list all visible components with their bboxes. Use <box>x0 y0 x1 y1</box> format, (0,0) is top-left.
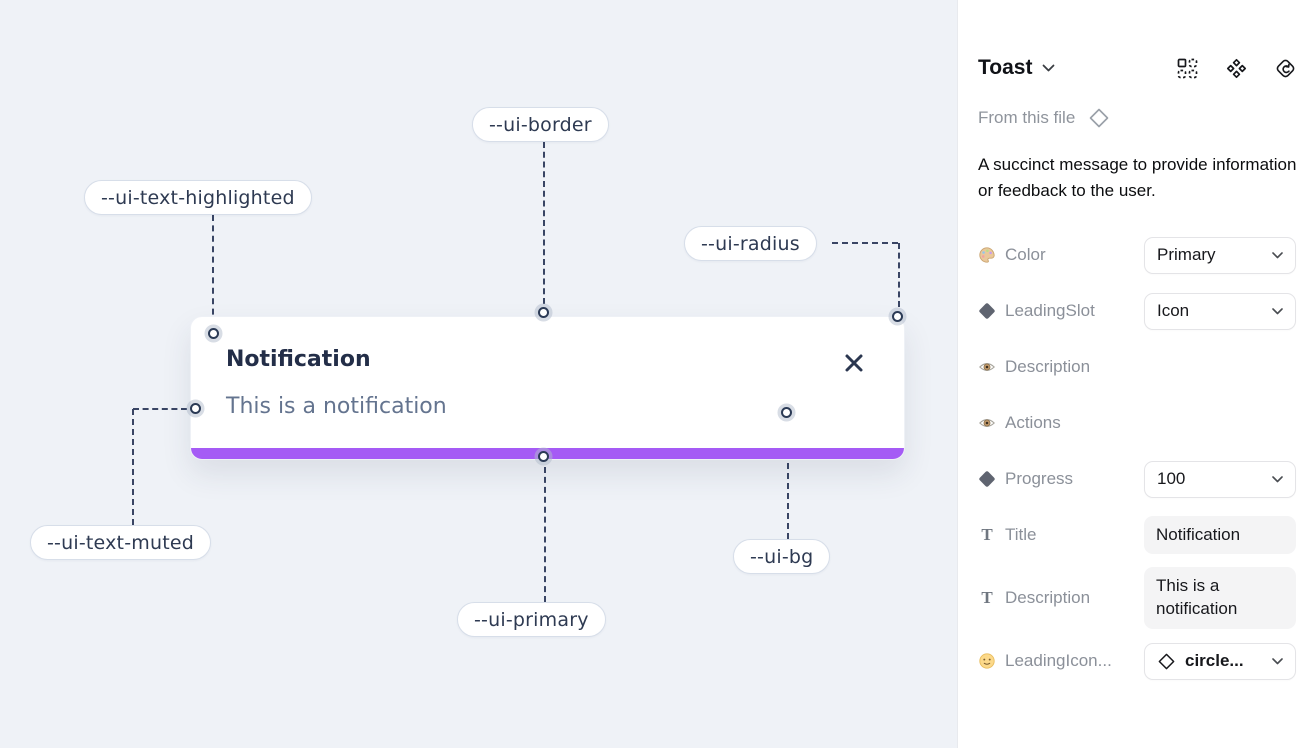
connector-dot-ui-radius <box>892 311 903 322</box>
instance-swap-icon[interactable] <box>1177 58 1198 79</box>
property-label: LeadingIcon... <box>978 651 1144 671</box>
color-select-value: Primary <box>1157 245 1216 264</box>
description-field[interactable]: This is a notification <box>1144 567 1296 629</box>
leadingslot-select-value: Icon <box>1157 301 1190 320</box>
token-label-text: --ui-text-muted <box>47 531 194 554</box>
panel-header: Toast <box>978 56 1296 80</box>
return-to-instance-icon[interactable] <box>1275 58 1296 79</box>
token-label-ui-primary[interactable]: --ui-primary <box>457 602 606 637</box>
progress-select[interactable]: 100 <box>1144 460 1296 498</box>
toggle-knob <box>1115 369 1142 396</box>
property-label: Color <box>978 245 1144 265</box>
property-row-color: Color Primary <box>978 227 1296 283</box>
diamond-icon <box>978 302 996 320</box>
toggle-knob <box>1115 425 1142 452</box>
diamond-outline-icon <box>1087 106 1111 130</box>
token-label-text: --ui-primary <box>474 608 589 631</box>
token-label-text: --ui-bg <box>750 545 814 568</box>
connector-line-ui-primary <box>544 467 546 602</box>
connector-dot-ui-border <box>538 307 549 318</box>
connector-line-ui-border <box>543 142 545 304</box>
token-label-ui-text-muted[interactable]: --ui-text-muted <box>30 525 211 560</box>
token-label-text: --ui-border <box>489 113 592 136</box>
text-icon: T <box>981 525 993 544</box>
description-field-value: This is a notification <box>1156 576 1238 618</box>
property-label: T Description <box>978 588 1144 608</box>
source-label: From this file <box>978 108 1076 127</box>
connector-line-ui-text-muted-v <box>132 409 134 525</box>
connector-dot-ui-text-muted <box>190 403 201 414</box>
connector-dot-ui-text-highlighted <box>208 328 219 339</box>
property-label-text: Title <box>1005 525 1037 544</box>
property-list: Color Primary LeadingSlot Icon <box>978 227 1296 689</box>
property-row-description-toggle: Description <box>978 339 1296 396</box>
design-canvas: --ui-border --ui-text-highlighted --ui-r… <box>30 107 905 637</box>
property-label: T Title <box>978 525 1144 545</box>
property-label-text: Description <box>1005 588 1091 607</box>
toast-title: Notification <box>226 347 371 372</box>
property-label-text: LeadingIcon... <box>1005 651 1112 670</box>
leadingicon-select[interactable]: circle... <box>1144 642 1296 680</box>
connector-dot-ui-bg <box>781 407 792 418</box>
palette-icon <box>978 246 996 264</box>
property-label-text: Actions <box>1005 413 1061 432</box>
property-label: Description <box>978 357 1144 377</box>
properties-panel: Toast <box>957 0 1312 748</box>
property-label: LeadingSlot <box>978 301 1144 321</box>
connector-line-ui-radius-h <box>832 242 898 244</box>
text-icon: T <box>981 588 993 607</box>
close-icon[interactable] <box>842 351 866 375</box>
token-label-ui-border[interactable]: --ui-border <box>472 107 609 142</box>
property-label-text: LeadingSlot <box>1005 301 1095 320</box>
component-description: A succinct message to provide informatio… <box>978 155 1297 200</box>
eye-icon <box>978 414 996 432</box>
connector-line-ui-bg <box>787 423 789 539</box>
property-row-progress: Progress 100 <box>978 451 1296 507</box>
property-label: Actions <box>978 413 1144 433</box>
token-label-ui-bg[interactable]: --ui-bg <box>733 539 831 574</box>
connector-line-ui-text-muted-h <box>133 408 187 410</box>
property-row-actions-toggle: Actions <box>978 395 1296 452</box>
chevron-down-icon <box>1272 251 1283 259</box>
component-title[interactable]: Toast <box>978 56 1033 79</box>
connector-line-ui-text-highlighted <box>212 215 214 325</box>
leadingicon-select-value: circle... <box>1185 651 1244 670</box>
property-row-leadingslot: LeadingSlot Icon <box>978 283 1296 339</box>
token-label-ui-text-highlighted[interactable]: --ui-text-highlighted <box>84 180 312 215</box>
color-select[interactable]: Primary <box>1144 236 1296 274</box>
property-label-text: Color <box>1005 245 1046 264</box>
connector-line-ui-radius-v <box>898 243 900 307</box>
connector-dot-ui-primary <box>538 451 549 462</box>
token-label-ui-radius[interactable]: --ui-radius <box>684 226 817 261</box>
component-icon[interactable] <box>1226 58 1247 79</box>
property-label-text: Progress <box>1005 469 1074 488</box>
progress-select-value: 100 <box>1157 469 1186 488</box>
title-field-value: Notification <box>1156 524 1241 544</box>
token-label-text: --ui-radius <box>701 232 800 255</box>
chevron-down-icon[interactable] <box>1042 64 1055 72</box>
chevron-down-icon <box>1272 657 1283 665</box>
diamond-icon <box>978 470 996 488</box>
source-row: From this file <box>978 106 1296 130</box>
property-label-text: Description <box>1005 357 1091 376</box>
title-field[interactable]: Notification <box>1144 515 1296 555</box>
leadingslot-select[interactable]: Icon <box>1144 292 1296 330</box>
property-row-title: T Title Notification <box>978 507 1296 563</box>
smiley-icon <box>978 652 996 670</box>
chevron-down-icon <box>1272 307 1283 315</box>
property-row-leadingicon: LeadingIcon... circle... <box>978 633 1296 689</box>
property-label: Progress <box>978 469 1144 489</box>
toast-description: This is a notification <box>226 394 447 419</box>
eye-icon <box>978 358 996 376</box>
chevron-down-icon <box>1272 475 1283 483</box>
property-row-description-text: T Description This is a notification <box>978 563 1296 633</box>
token-label-text: --ui-text-highlighted <box>101 186 295 209</box>
diamond-outline-icon <box>1157 652 1176 671</box>
toast-component: Notification This is a notification <box>190 316 905 460</box>
